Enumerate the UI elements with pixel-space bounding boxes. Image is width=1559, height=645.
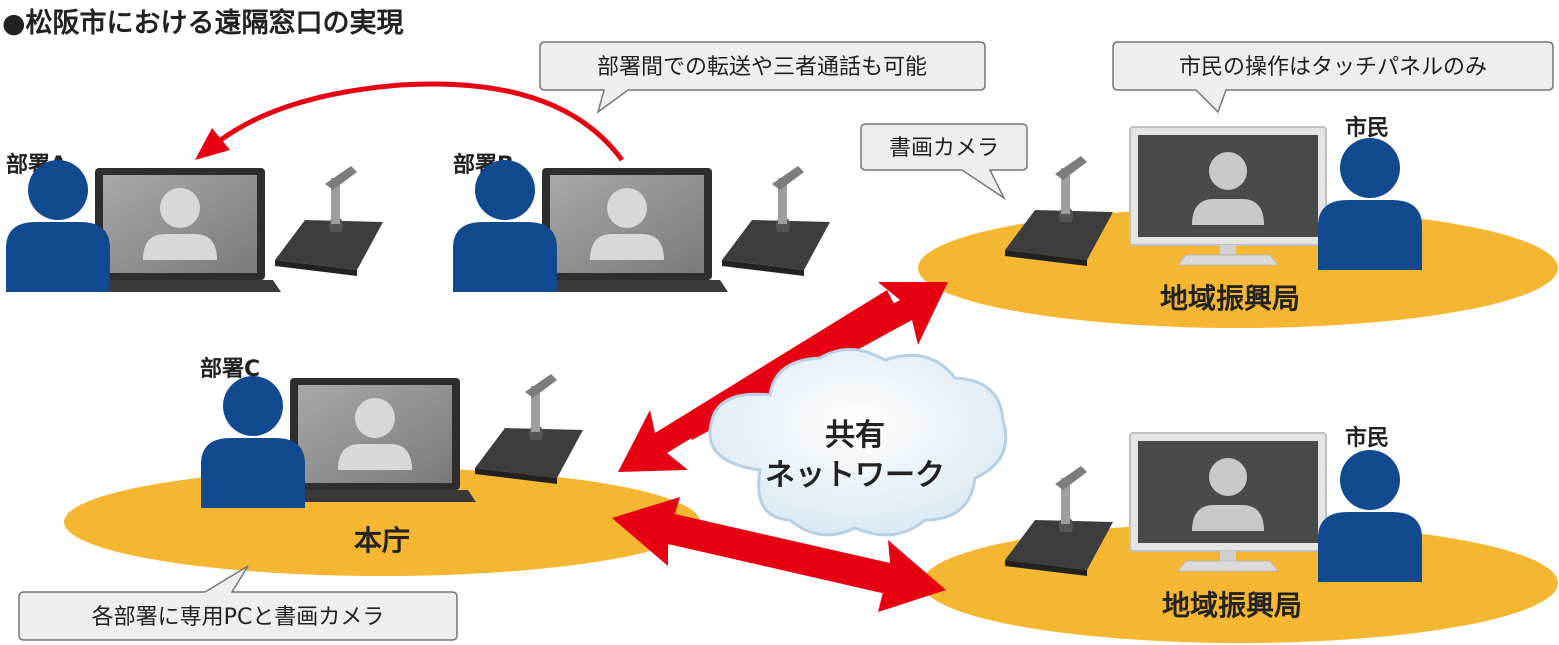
callout-each-dept-text: 各部署に専用PCと書画カメラ <box>92 605 385 630</box>
dept-a-laptop <box>81 168 281 292</box>
callout-touch-panel-text: 市民の操作はタッチパネルのみ <box>1179 55 1487 80</box>
transfer-arrow <box>216 81 625 162</box>
dept-a-person-icon <box>6 160 110 292</box>
branch-bottom-touch-monitor <box>1129 432 1327 572</box>
citizen-top-person-icon <box>1318 138 1422 270</box>
citizen-top-label: 市民 <box>1345 115 1389 141</box>
branch-top-label: 地域振興局 <box>1160 282 1300 315</box>
honcho-label: 本庁 <box>354 524 410 557</box>
callout-transfer-text: 部署間での転送や三者通話も可能 <box>597 55 927 80</box>
citizen-bottom-person-icon <box>1318 450 1422 582</box>
dept-c-person-icon <box>201 376 305 508</box>
page-title: ●松阪市における遠隔窓口の実現 <box>2 7 404 39</box>
dept-a-doc-camera-icon <box>275 166 383 276</box>
transfer-arrow-head <box>195 128 230 160</box>
dept-b-person-icon <box>453 160 557 292</box>
dept-b-laptop <box>528 168 728 292</box>
callout-doc-camera-text: 書画カメラ <box>889 136 999 161</box>
citizen-bottom-label: 市民 <box>1345 425 1389 451</box>
network-label-line1: 共有 <box>825 418 885 453</box>
branch-bottom-label: 地域振興局 <box>1162 589 1302 622</box>
callout-doc-camera: 書画カメラ <box>860 123 1028 201</box>
shared-network-cloud <box>708 348 1008 537</box>
network-label-line2: ネットワーク <box>765 458 945 493</box>
link-arrow-bottom <box>612 497 946 612</box>
dept-c-laptop <box>276 378 476 502</box>
callout-each-dept: 各部署に専用PCと書画カメラ <box>18 565 458 641</box>
callout-touch-panel: 市民の操作はタッチパネルのみ <box>1112 41 1554 114</box>
dept-c-doc-camera-icon <box>475 374 583 484</box>
dept-b-doc-camera-icon <box>722 166 830 276</box>
branch-top-touch-monitor <box>1129 126 1327 266</box>
callout-transfer: 部署間での転送や三者通話も可能 <box>539 41 986 114</box>
